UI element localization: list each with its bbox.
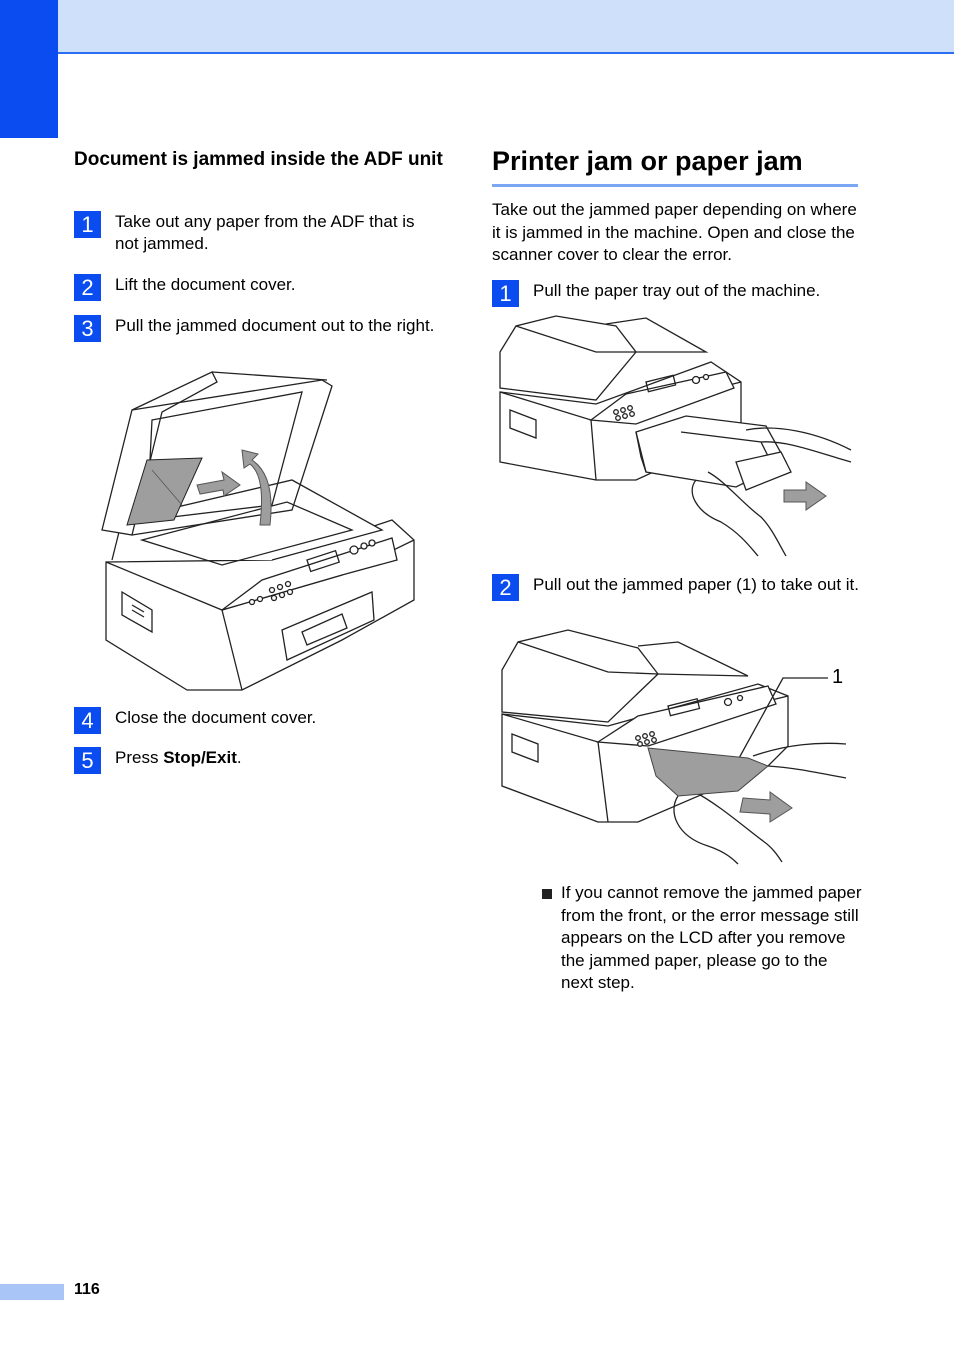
left-step-3: 3 Pull the jammed document out to the ri…	[74, 315, 441, 342]
header-band	[0, 0, 954, 54]
step-text: Press Stop/Exit.	[115, 747, 441, 769]
step-number-badge: 4	[74, 707, 101, 734]
step-text: Pull the jammed document out to the righ…	[115, 316, 435, 335]
left-step-1: 1 Take out any paper from the ADF that i…	[74, 211, 441, 255]
jammed-paper-illustration	[501, 629, 847, 865]
stop-exit-key-name: Stop/Exit	[163, 748, 237, 767]
right-column: Printer jam or paper jam Take out the ja…	[492, 144, 862, 267]
step-number-badge: 1	[492, 280, 519, 307]
step-text: Pull the paper tray out of the machine.	[533, 281, 821, 300]
square-bullet-icon	[542, 889, 552, 899]
callout-label: 1	[832, 666, 844, 688]
left-step-2: 2 Lift the document cover.	[74, 274, 441, 301]
left-step-5: 5 Press Stop/Exit.	[74, 747, 441, 774]
step-text-prefix: Press	[115, 748, 164, 767]
bullet-text: If you cannot remove the jammed paper fr…	[561, 883, 862, 992]
intro-paragraph: Take out the jammed paper depending on w…	[492, 200, 857, 264]
step-number-badge: 2	[492, 574, 519, 601]
step-text-suffix: .	[236, 748, 242, 767]
step-text: Take out any paper from the ADF that is …	[115, 212, 415, 253]
paper-tray-illustration	[499, 315, 852, 557]
right-step-2: 2 Pull out the jammed paper (1) to take …	[492, 574, 859, 601]
page-number: 116	[74, 1281, 100, 1298]
left-step-4: 4 Close the document cover.	[74, 707, 441, 734]
step-number-badge: 2	[74, 274, 101, 301]
step-number-badge: 3	[74, 315, 101, 342]
step-number-badge: 5	[74, 747, 101, 774]
adf-jam-illustration	[101, 371, 415, 691]
right-step-1: 1 Pull the paper tray out of the machine…	[492, 280, 859, 307]
step-text: Pull out the jammed paper (1) to take ou…	[533, 575, 860, 594]
step-text: Close the document cover.	[115, 708, 317, 727]
note-bullet: If you cannot remove the jammed paper fr…	[542, 882, 864, 995]
section-heading-printer-jam: Printer jam or paper jam	[492, 144, 858, 187]
footer-band	[0, 1284, 64, 1300]
section-heading-adf: Document is jammed inside the ADF unit	[74, 149, 443, 170]
step-number-badge: 1	[74, 211, 101, 238]
left-column: Document is jammed inside the ADF unit	[74, 148, 444, 172]
step-text: Lift the document cover.	[115, 275, 296, 294]
chapter-tab	[0, 0, 58, 138]
